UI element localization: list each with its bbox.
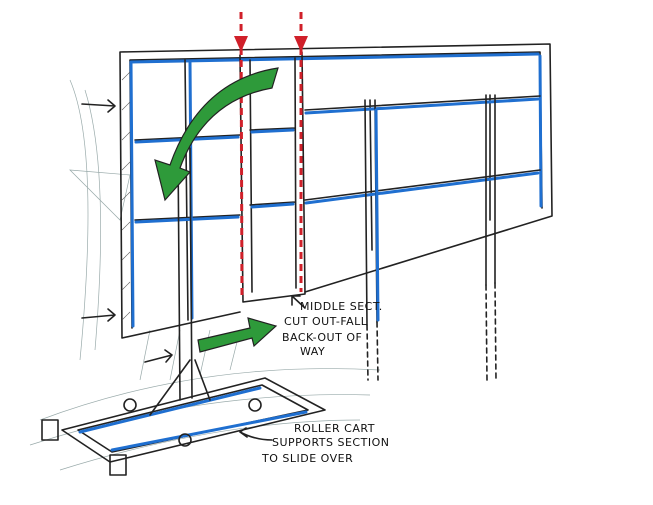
roller-cart bbox=[41, 359, 326, 476]
fall-back-arrow-icon bbox=[154, 67, 279, 202]
middle-section-note: MIDDLE SECT. CUT OUT-FALL BACK-OUT OF WA… bbox=[282, 300, 383, 358]
svg-text:WAY: WAY bbox=[300, 345, 325, 358]
svg-text:TO SLIDE OVER: TO SLIDE OVER bbox=[261, 452, 353, 465]
cut-lines bbox=[234, 11, 308, 301]
cut-arrow-icon bbox=[294, 36, 308, 52]
pencil-shading bbox=[29, 79, 381, 471]
motion-arrows bbox=[154, 67, 279, 353]
cart-wheel-icon bbox=[109, 454, 127, 476]
svg-text:BACK-OUT OF: BACK-OUT OF bbox=[282, 331, 362, 344]
svg-text:ROLLER CART: ROLLER CART bbox=[294, 422, 375, 435]
billboard-frame bbox=[119, 43, 553, 339]
support-posts bbox=[177, 94, 497, 401]
pointer-arrows bbox=[81, 99, 306, 441]
svg-text:SUPPORTS SECTION: SUPPORTS SECTION bbox=[272, 436, 389, 449]
cart-wheel-icon bbox=[41, 419, 59, 441]
slide-arrow-icon bbox=[197, 317, 278, 353]
svg-text:MIDDLE SECT.: MIDDLE SECT. bbox=[300, 300, 383, 313]
cut-arrow-icon bbox=[234, 36, 248, 52]
roller-cart-note: ROLLER CART SUPPORTS SECTION TO SLIDE OV… bbox=[261, 422, 389, 465]
svg-text:CUT OUT-FALL: CUT OUT-FALL bbox=[284, 315, 368, 328]
